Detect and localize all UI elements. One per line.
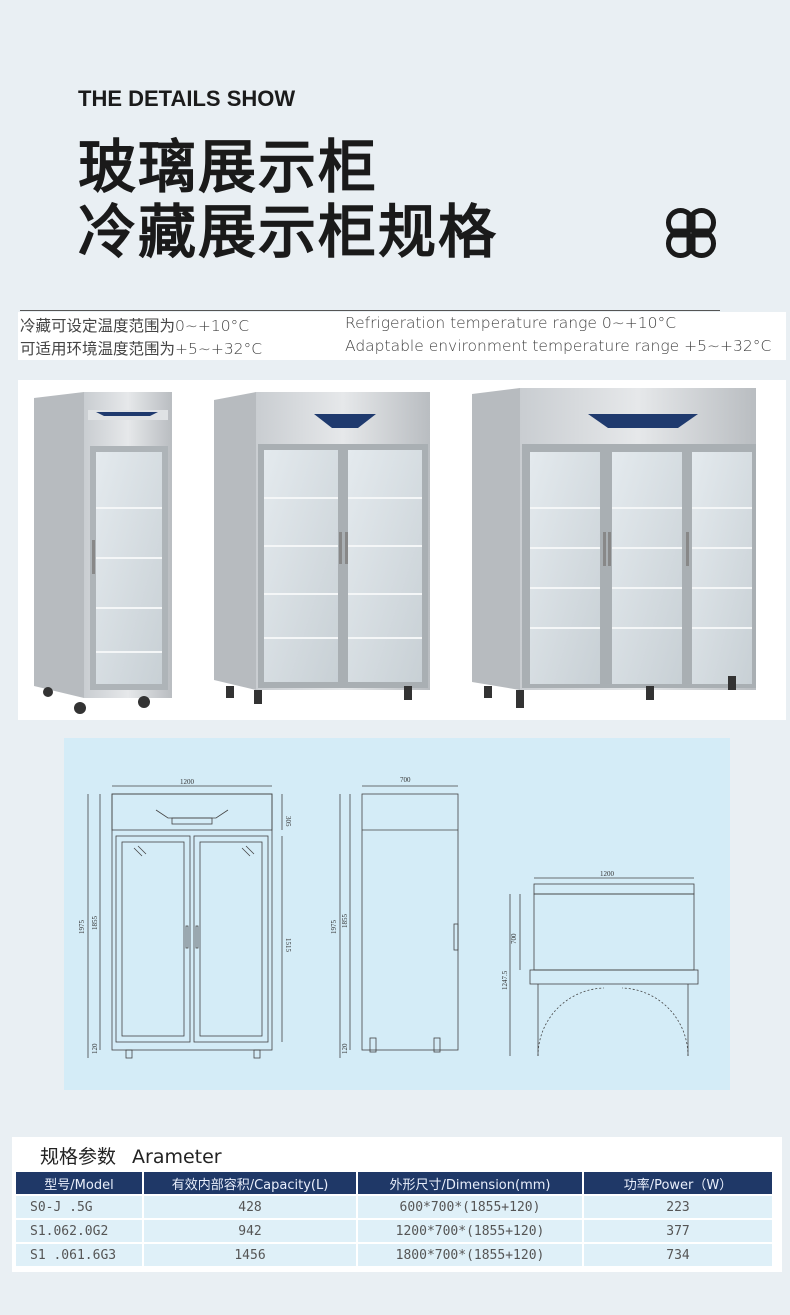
col-model: 型号/Model [14, 1170, 144, 1196]
dim-front-door: 1515 [284, 938, 292, 953]
top-view-drawing [509, 877, 699, 1057]
front-view-drawing [87, 785, 283, 1059]
eyebrow-title: THE DETAILS SHOW [78, 86, 296, 111]
table-row: S1.062.0G2 942 1200*700*(1855+120) 377 [14, 1218, 774, 1244]
product-photo-panel [18, 380, 786, 720]
cell-capacity: 428 [142, 1194, 358, 1220]
cell-model: S1 .061.6G3 [14, 1242, 144, 1268]
triple-door-cabinet [472, 388, 756, 708]
cell-power: 734 [582, 1242, 774, 1268]
spec-strip [18, 312, 786, 360]
cell-capacity: 942 [142, 1218, 358, 1244]
spec-table: 型号/Model 有效内部容积/Capacity(L) 外形尺寸/Dimensi… [14, 1170, 774, 1268]
cell-model: S1.062.0G2 [14, 1218, 144, 1244]
cell-power: 223 [582, 1194, 774, 1220]
dim-side-depth: 700 [400, 776, 411, 784]
technical-drawing-panel: 1200 305 1975 1855 1515 120 700 1975 185… [64, 738, 730, 1090]
spec-cn-2: 可适用环境温度范围为+5~+32°C [20, 340, 263, 358]
dim-top-open: 1247.5 [501, 970, 509, 990]
cell-model: S0-J .5G [14, 1194, 144, 1220]
col-dimension: 外形尺寸/Dimension(mm) [356, 1170, 584, 1196]
cabinet-illustrations [34, 388, 756, 714]
dim-side-leg: 120 [341, 1043, 349, 1054]
dim-side-height: 1975 [330, 920, 338, 935]
dim-front-body: 1855 [91, 916, 99, 931]
spec-en-1: Refrigeration temperature range 0~+10°C [345, 314, 677, 332]
dim-front-width: 1200 [180, 778, 195, 786]
dim-front-top: 305 [284, 816, 292, 827]
table-row: S0-J .5G 428 600*700*(1855+120) 223 [14, 1194, 774, 1220]
table-heading: 规格参数 Arameter [40, 1142, 222, 1169]
dim-front-height: 1975 [78, 920, 86, 935]
dim-top-depth: 700 [510, 933, 518, 944]
table-heading-en: Arameter [132, 1146, 222, 1168]
double-door-cabinet [214, 392, 430, 704]
cell-dimension: 1200*700*(1855+120) [356, 1218, 584, 1244]
cell-dimension: 600*700*(1855+120) [356, 1194, 584, 1220]
table-header-row: 型号/Model 有效内部容积/Capacity(L) 外形尺寸/Dimensi… [14, 1170, 774, 1196]
divider [20, 310, 720, 311]
spec-en-2: Adaptable environment temperature range … [345, 337, 772, 355]
cell-capacity: 1456 [142, 1242, 358, 1268]
col-power: 功率/Power（W） [582, 1170, 774, 1196]
cell-dimension: 1800*700*(1855+120) [356, 1242, 584, 1268]
single-door-cabinet [34, 392, 172, 714]
spec-cn-1: 冷藏可设定温度范围为0~+10°C [20, 317, 250, 335]
dim-front-leg: 120 [91, 1043, 99, 1054]
page-title-line2: 冷藏展示柜规格 [78, 198, 499, 266]
dim-side-body: 1855 [341, 914, 349, 929]
table-heading-cn: 规格参数 [40, 1146, 117, 1168]
side-view-drawing [339, 785, 459, 1058]
page-title-line1: 玻璃展示柜 [78, 133, 379, 201]
clover-icon [666, 208, 716, 258]
dim-top-width: 1200 [600, 870, 615, 878]
cell-power: 377 [582, 1218, 774, 1244]
col-capacity: 有效内部容积/Capacity(L) [142, 1170, 358, 1196]
table-row: S1 .061.6G3 1456 1800*700*(1855+120) 734 [14, 1242, 774, 1268]
